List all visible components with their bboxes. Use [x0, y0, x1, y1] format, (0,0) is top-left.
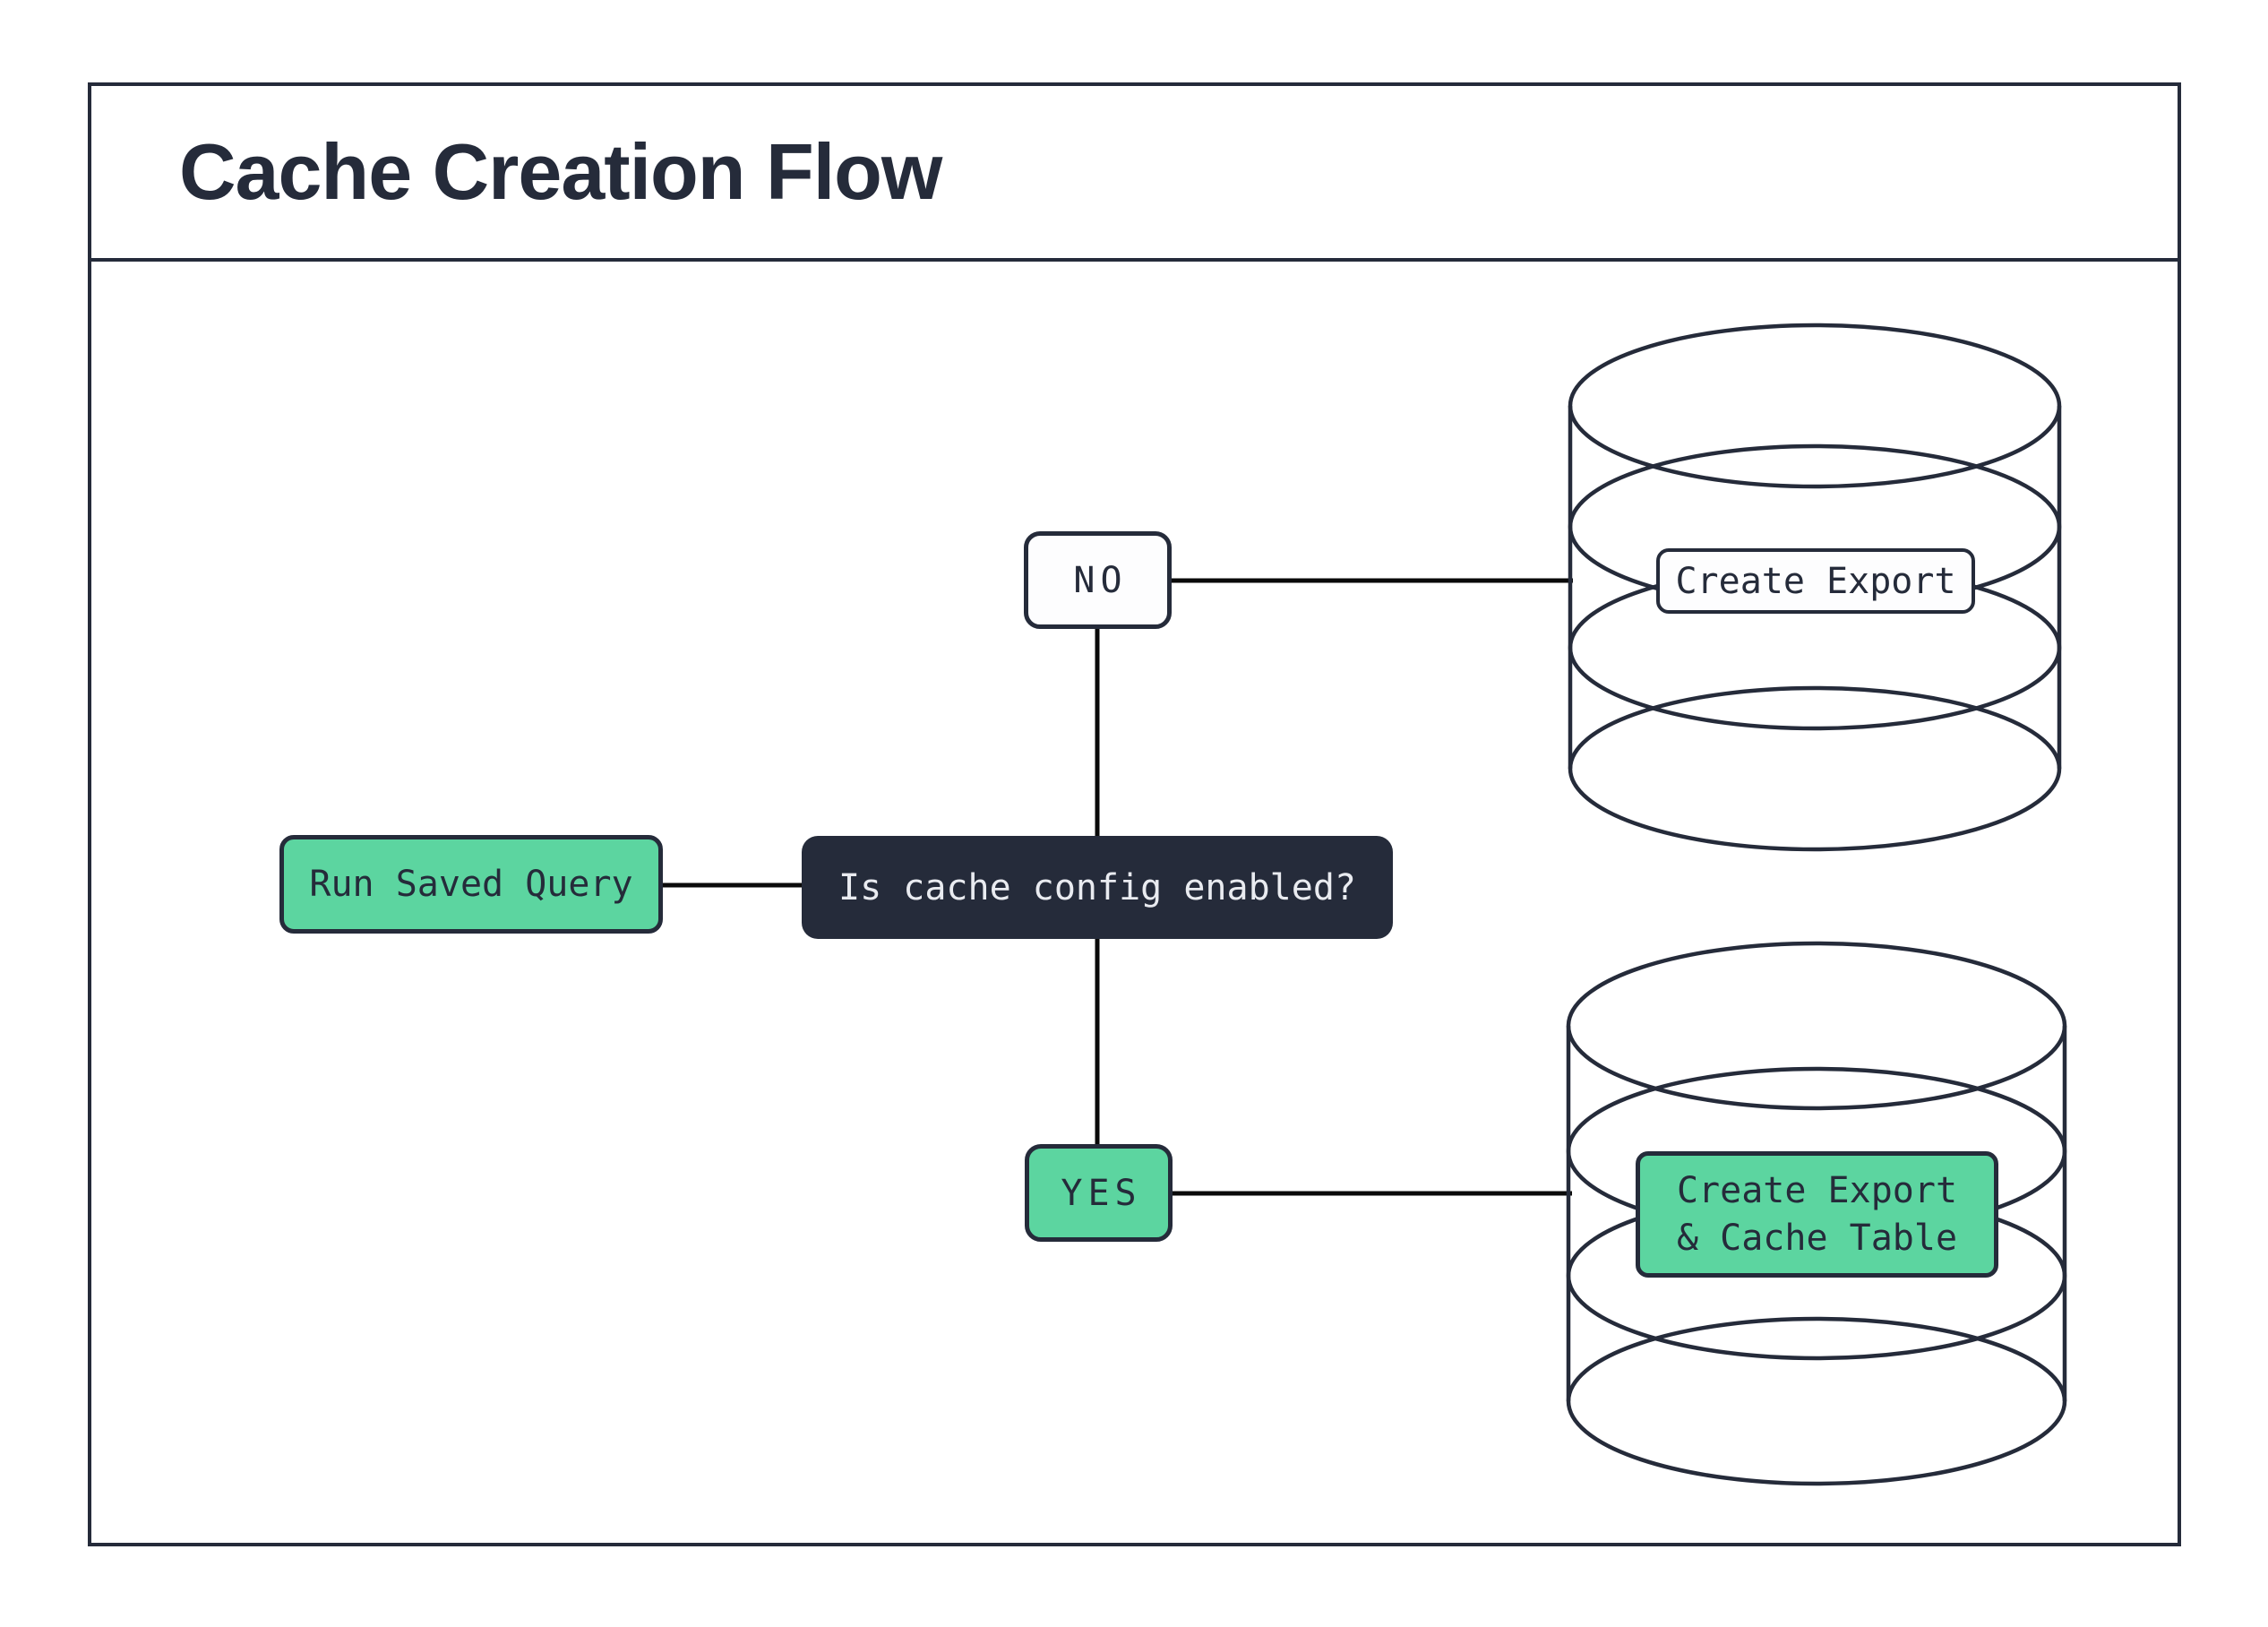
- connector-lines: [663, 578, 1573, 1196]
- diagram-title: Cache Creation Flow: [179, 127, 942, 216]
- node-create-export: Create Export: [1656, 548, 1975, 614]
- cache-label-line2: & Cache Table: [1676, 1217, 1958, 1259]
- cache-label-line1: Create Export: [1676, 1169, 1958, 1211]
- node-branch-yes: YES: [1025, 1144, 1173, 1242]
- title-bar: Cache Creation Flow: [91, 86, 2178, 262]
- node-create-export-cache-table: Create Export & Cache Table: [1636, 1151, 1998, 1278]
- node-run-saved-query: Run Saved Query: [279, 835, 663, 934]
- node-cache-config-question: Is cache config enabled?: [802, 836, 1393, 939]
- node-branch-no: NO: [1024, 531, 1172, 629]
